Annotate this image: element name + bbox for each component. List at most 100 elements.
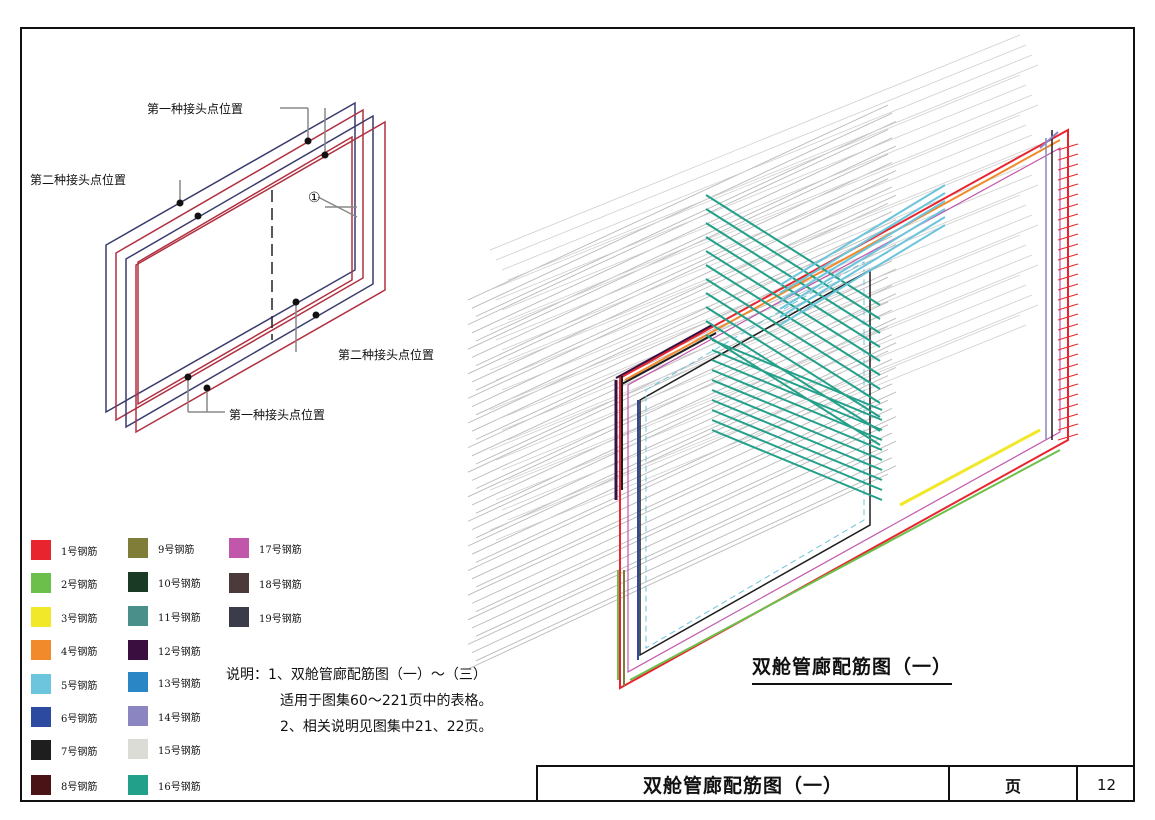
longitudinal-bar: [495, 84, 1027, 301]
longitudinal-bar: [467, 424, 889, 621]
title-block: 双舱管廊配筋图（一） 页 12: [536, 765, 1135, 802]
longitudinal-bar: [471, 186, 893, 383]
edge-tick: [1057, 393, 1079, 401]
schematic-inner: [137, 135, 353, 406]
callout-first-joint-top: 第一种接头点位置: [147, 102, 244, 116]
longitudinal-bar: [471, 137, 893, 334]
longitudinal-bar: [475, 440, 897, 637]
legend-swatch: [31, 707, 51, 727]
edge-tick: [1057, 143, 1079, 151]
legend-label: 3号钢筋: [61, 613, 98, 625]
longitudinal-bar: [475, 268, 897, 465]
longitudinal-bar: [471, 284, 893, 481]
distribution-bar-teal: [711, 339, 883, 411]
legend-swatch: [128, 606, 148, 626]
edge-tick: [1057, 153, 1079, 161]
longitudinal-bar: [467, 473, 889, 670]
title-block-page-label: 页: [950, 767, 1078, 802]
edge-tick: [1057, 433, 1079, 441]
schematic-loop-3: [125, 114, 374, 429]
legend-label: 9号钢筋: [158, 544, 195, 556]
legend-swatch: [128, 640, 148, 660]
title-block-page-number: 12: [1096, 775, 1117, 794]
legend-item: 13号钢筋: [128, 672, 201, 692]
legend-item: 2号钢筋: [31, 573, 97, 593]
edge-tick: [1057, 273, 1079, 281]
longitudinal-bar: [501, 94, 1033, 311]
distribution-bar-teal: [711, 369, 883, 441]
longitudinal-bar: [507, 104, 1039, 321]
distribution-bar-teal: [705, 306, 881, 418]
legend-swatch: [128, 538, 148, 558]
legend-item: 10号钢筋: [128, 572, 201, 592]
longitudinal-bar: [475, 194, 897, 391]
top-bar-blue: [779, 216, 946, 318]
note-line-2: 适用于图集60～221页中的表格。: [280, 693, 493, 709]
legend-swatch: [31, 674, 51, 694]
longitudinal-bar: [495, 324, 1027, 541]
distribution-bar-teal: [705, 250, 881, 362]
longitudinal-bar: [501, 54, 1033, 271]
legend-label: 7号钢筋: [61, 746, 98, 758]
legend-item: 14号钢筋: [128, 706, 201, 726]
edge-tick: [1057, 423, 1079, 431]
schematic-loop-4: [135, 120, 386, 434]
schematic-joint-diagram: [105, 101, 386, 434]
longitudinal-bar: [475, 391, 897, 588]
longitudinal-bar: [489, 74, 1021, 291]
legend-label: 17号钢筋: [259, 544, 302, 556]
legend-swatch: [31, 640, 51, 660]
longitudinal-bar: [489, 34, 1021, 251]
corner-bar-lavender: [1039, 131, 1059, 149]
distribution-bar-teal: [711, 389, 883, 461]
edge-tick: [1057, 163, 1079, 171]
top-bar-blue: [779, 224, 946, 326]
longitudinal-bar: [489, 154, 1021, 371]
legend-swatch: [229, 607, 249, 627]
longitudinal-bar: [471, 235, 893, 432]
top-bar-blue: [779, 200, 946, 302]
legend-swatch: [229, 573, 249, 593]
legend-item: 6号钢筋: [31, 707, 97, 727]
longitudinal-bar: [495, 44, 1027, 261]
joint-dot: [176, 199, 184, 207]
title-block-title: 双舱管廊配筋图（一）: [538, 767, 950, 802]
callout-circle-marker: ①: [308, 190, 321, 206]
legend-item: 8号钢筋: [31, 775, 97, 795]
edge-tick: [1057, 223, 1079, 231]
edge-tick: [1057, 303, 1079, 311]
legend-label: 14号钢筋: [158, 712, 201, 724]
distribution-bar-teal: [711, 379, 883, 451]
schematic-loop-1: [105, 101, 356, 414]
distribution-bar-teal: [711, 429, 883, 501]
callout-second-joint-left: 第二种接头点位置: [30, 173, 127, 187]
distribution-bar-teal: [705, 264, 881, 376]
legend-label: 4号钢筋: [61, 646, 98, 658]
legend-label: 11号钢筋: [158, 612, 201, 624]
legend-swatch: [31, 775, 51, 795]
longitudinal-bar: [467, 350, 889, 547]
legend-label: 18号钢筋: [259, 579, 302, 591]
rebar-cage-3d: [467, 34, 1079, 690]
longitudinal-bar: [471, 457, 893, 654]
edge-tick: [1057, 293, 1079, 301]
longitudinal-bar: [471, 407, 893, 604]
legend-label: 16号钢筋: [158, 781, 201, 793]
legend-swatch: [128, 672, 148, 692]
legend-label: 6号钢筋: [61, 713, 98, 725]
edge-tick: [1057, 233, 1079, 241]
longitudinal-bar: [467, 301, 889, 498]
legend-item: 17号钢筋: [229, 538, 302, 558]
longitudinal-bar: [495, 124, 1027, 341]
longitudinal-bar: [501, 214, 1033, 431]
longitudinal-bar: [467, 178, 889, 375]
longitudinal-bar: [495, 244, 1027, 461]
longitudinal-bar: [507, 304, 1039, 521]
legend-item: 11号钢筋: [128, 606, 201, 626]
longitudinal-bar: [467, 375, 889, 572]
longitudinal-bar: [467, 399, 889, 596]
legend-item: 4号钢筋: [31, 640, 97, 660]
legend-item: 18号钢筋: [229, 573, 302, 593]
legend-label: 2号钢筋: [61, 579, 98, 591]
edge-tick: [1057, 263, 1079, 271]
